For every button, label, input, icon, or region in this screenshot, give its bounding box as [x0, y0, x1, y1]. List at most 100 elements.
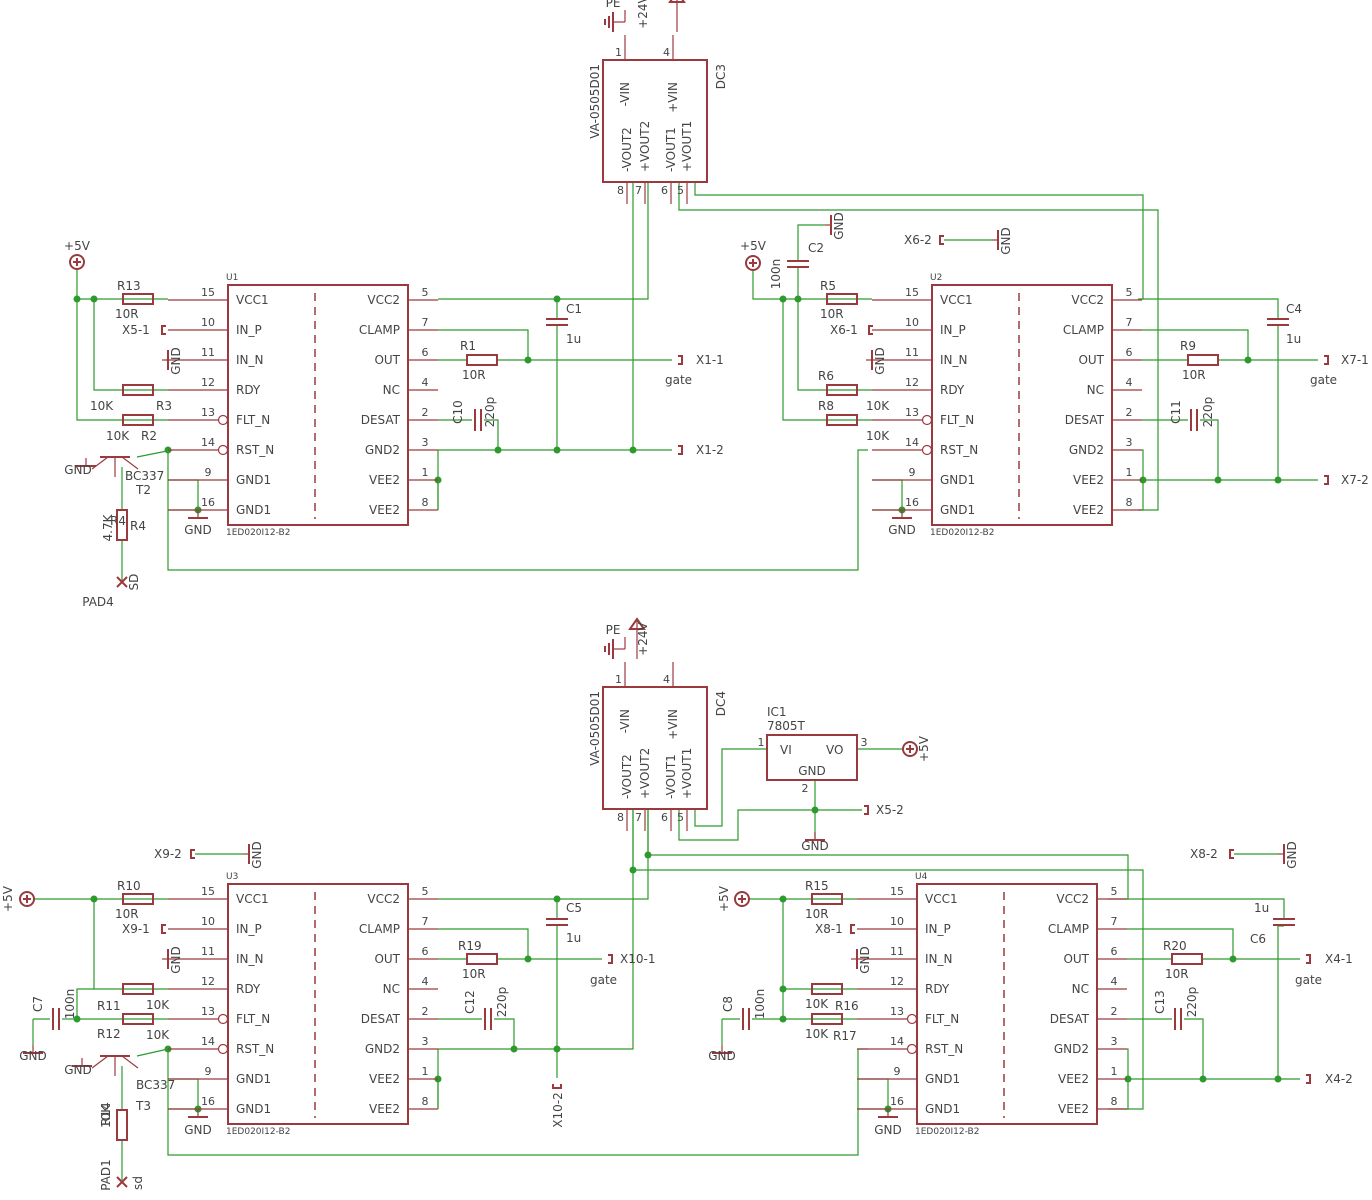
c13-value: 220p [1185, 987, 1199, 1018]
wire [76, 988, 94, 1019]
r13-value: 10R [115, 307, 139, 321]
inverted-pin-icon [906, 1013, 918, 1025]
r16-name: R16 [835, 999, 859, 1013]
t2-name: T2 [135, 483, 151, 497]
pin-name: GND1 [236, 473, 271, 487]
connector-pin [868, 325, 873, 335]
pin-number: 6 [1111, 945, 1118, 958]
gnd-label: GND [874, 1123, 902, 1137]
wire [1142, 329, 1249, 360]
pin-number: 12 [905, 376, 919, 389]
pin-name: -VOUT2 [620, 754, 634, 799]
wire [857, 1078, 889, 1110]
resistor-r2 [122, 414, 154, 426]
pin-number: 2 [1111, 1005, 1118, 1018]
pin-name: CLAMP [1048, 922, 1089, 936]
c8-value: 100n [753, 989, 767, 1020]
pin-number: 6 [661, 811, 668, 824]
pin-name: DESAT [1050, 1012, 1090, 1026]
inverted-pin-icon [217, 1043, 229, 1055]
regulator-name: IC1 [767, 705, 787, 719]
r4-name: R4 [130, 519, 146, 533]
gate-label: gate [665, 373, 692, 387]
supply-icon [69, 254, 85, 270]
wire [438, 182, 649, 300]
wire [1127, 1079, 1129, 1110]
pin-number: 5 [677, 184, 684, 197]
wire [678, 809, 815, 841]
gnd-label: GND [184, 1123, 212, 1137]
connector-pin [1306, 1074, 1311, 1084]
pin-number: 6 [661, 184, 668, 197]
c8-name: C8 [721, 996, 735, 1012]
resistor-r20 [1171, 953, 1203, 965]
pe-label: PE [606, 623, 621, 637]
p24v-label: +24V [636, 621, 650, 655]
r4-name: R4 [110, 514, 126, 528]
chip-u3-body [227, 883, 409, 1125]
resistor-r5 [826, 293, 858, 305]
pin-number: 14 [890, 1035, 904, 1048]
r8-name: R8 [818, 399, 834, 413]
pad-icon [116, 576, 128, 588]
supply-icon [734, 891, 750, 907]
connector-pin [939, 235, 944, 245]
gnd-label: GND [19, 1049, 47, 1063]
pin-number: 14 [201, 436, 215, 449]
connector-label: X4-1 [1325, 952, 1353, 966]
r3-value: 10K [90, 399, 114, 413]
connector-pin [1324, 355, 1329, 365]
r20-value: 10R [1165, 967, 1189, 981]
pin-name: +VOUT2 [638, 748, 652, 799]
chip-u3-name: U3 [226, 872, 238, 882]
c13-name: C13 [1153, 990, 1167, 1014]
resistor-r1 [466, 354, 498, 366]
wire [782, 299, 872, 421]
r11-name: R11 [97, 999, 121, 1013]
pin-name: RST_N [236, 1042, 274, 1056]
pin-number: 9 [205, 466, 212, 479]
wire [872, 479, 903, 511]
resistor-r6 [826, 384, 858, 396]
converter-dc4-value: VA-0505D01 [588, 691, 602, 766]
r19-value: 10R [462, 967, 486, 981]
c7-value: 100n [63, 989, 77, 1020]
wire [93, 299, 168, 391]
pin-number: 16 [201, 1095, 215, 1108]
pin-number: 7 [422, 915, 429, 928]
gnd-label: GND [169, 347, 183, 375]
wire [168, 479, 199, 511]
wire [438, 329, 529, 360]
pin-number: 8 [422, 1095, 429, 1108]
gnd-label: GND [1285, 841, 1299, 869]
junction-dot [494, 446, 502, 454]
pin-number: 5 [1126, 286, 1133, 299]
gnd-label: GND [873, 347, 887, 375]
r1-value: 10R [462, 368, 486, 382]
connector-label: X5-2 [876, 803, 904, 817]
resistor-r8 [826, 414, 858, 426]
gnd-label: GND [184, 523, 212, 537]
r17-value: 10K [805, 1027, 829, 1041]
c7-name: C7 [31, 996, 45, 1012]
pin-name: +VOUT2 [638, 121, 652, 172]
chip-u4-part: 1ED020I12-B2 [915, 1127, 979, 1137]
resistor-r14 [116, 1109, 128, 1141]
pin-number: 1 [758, 736, 765, 749]
pin-name: IN_N [925, 952, 953, 966]
pin-number: 9 [909, 466, 916, 479]
r6-name: R6 [818, 369, 834, 383]
p24v-label: +24V [636, 0, 650, 29]
r1-name: R1 [460, 339, 476, 353]
pin-name: IN_P [236, 922, 262, 936]
wire [1142, 480, 1144, 511]
transistor-t3-emitter [91, 1055, 109, 1069]
pin-name: IN_P [236, 323, 262, 337]
pin-number: 4 [663, 46, 670, 59]
inverted-pin-icon [217, 1013, 229, 1025]
resistor-r17 [811, 1013, 843, 1025]
pin-number: 15 [905, 286, 919, 299]
sd-label: SD [127, 574, 141, 591]
converter-dc4-body [602, 686, 708, 810]
